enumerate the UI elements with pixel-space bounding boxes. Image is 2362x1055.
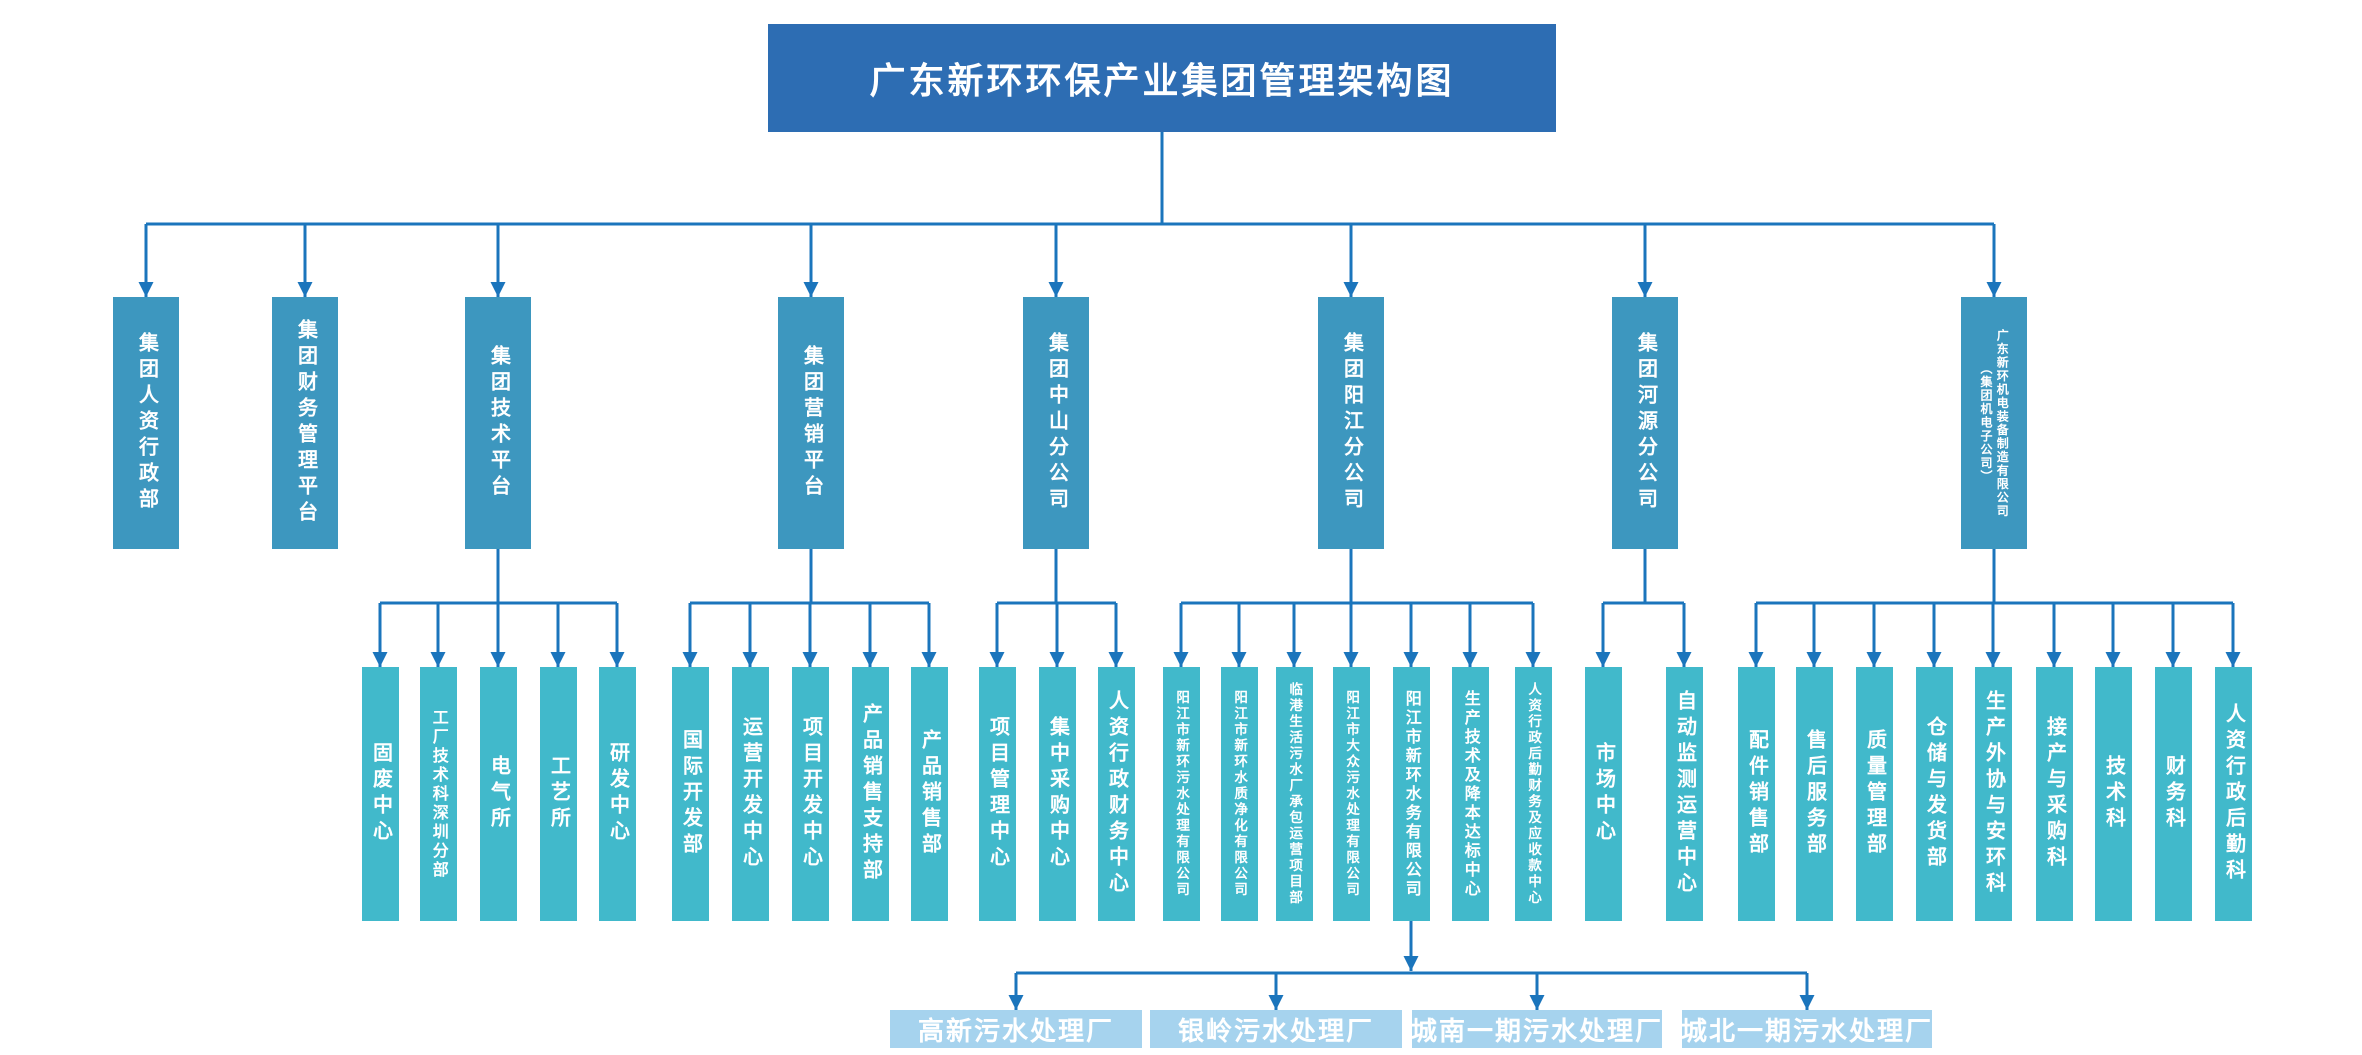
org-node-yangjiang-child-3-label: 临港生活污水厂承包运营项目部	[1287, 682, 1303, 906]
org-node-jidian-child-2: 售后服务部	[1795, 667, 1833, 921]
org-node-plant-2: 银岭污水处理厂	[1150, 1010, 1402, 1048]
org-node-yangjiang-child-6: 生产技术及降本达标中心	[1451, 667, 1489, 921]
org-node-hr-label: 集团人资行政部	[135, 332, 158, 514]
org-node-tech-child-1: 固废中心	[361, 667, 399, 921]
org-node-tech-child-4-label: 工艺所	[547, 755, 570, 833]
org-node-yangjiang-child-1-label: 阳江市新环污水处理有限公司	[1174, 690, 1190, 898]
org-node-yangjiang-child-6-label: 生产技术及降本达标中心	[1461, 689, 1479, 899]
org-node-jidian-child-3: 质量管理部	[1855, 667, 1893, 921]
org-node-tech: 集团技术平台	[465, 297, 531, 549]
org-node-zhongshan-child-1-label: 项目管理中心	[986, 716, 1009, 872]
org-node-marketing-child-3-label: 项目开发中心	[799, 716, 822, 872]
org-node-jidian-child-5: 生产外协与安环科	[1974, 667, 2012, 921]
org-node-yangjiang-child-2-label: 阳江市新环水质净化有限公司	[1232, 690, 1248, 898]
org-node-zhongshan-label: 集团中山分公司	[1045, 332, 1068, 514]
org-node-marketing: 集团营销平台	[778, 297, 844, 549]
org-node-tech-label: 集团技术平台	[487, 345, 510, 501]
org-node-marketing-child-2-label: 运营开发中心	[739, 716, 762, 872]
org-node-heyuan: 集团河源分公司	[1612, 297, 1678, 549]
org-node-plant-2-label: 银岭污水处理厂	[1177, 1015, 1374, 1046]
org-node-jidian-child-4-label: 仓储与发货部	[1923, 716, 1946, 872]
org-node-plant-1: 高新污水处理厂	[890, 1010, 1142, 1048]
org-node-marketing-child-3: 项目开发中心	[791, 667, 829, 921]
org-node-plant-1-label: 高新污水处理厂	[917, 1015, 1114, 1046]
org-node-jidian-child-5-label: 生产外协与安环科	[1982, 690, 2005, 898]
org-node-jidian-child-1-label: 配件销售部	[1745, 729, 1768, 859]
org-node-yangjiang-label: 集团阳江分公司	[1340, 332, 1363, 514]
org-node-tech-child-3: 电气所	[479, 667, 517, 921]
org-node-jidian-child-8-label: 财务科	[2162, 755, 2185, 833]
org-node-marketing-child-1-label: 国际开发部	[679, 729, 702, 859]
org-node-zhongshan-child-2: 集中采购中心	[1038, 667, 1076, 921]
org-node-jidian: 广东新环机电装备制造有限公司 （集团机电子公司）	[1961, 297, 2027, 549]
org-node-plant-3: 城南一期污水处理厂	[1411, 1010, 1664, 1048]
org-node-tech-child-5: 研发中心	[598, 667, 636, 921]
org-node-tech-child-1-label: 固废中心	[369, 742, 392, 846]
org-node-marketing-child-5: 产品销售部	[910, 667, 948, 921]
org-node-yangjiang-child-2: 阳江市新环水质净化有限公司	[1220, 667, 1258, 921]
org-node-heyuan-child-1-label: 市场中心	[1592, 742, 1615, 846]
org-node-zhongshan-child-1: 项目管理中心	[978, 667, 1016, 921]
org-node-jidian-label: 广东新环机电装备制造有限公司 （集团机电子公司）	[1979, 328, 2010, 518]
org-node-finance-label: 集团财务管理平台	[294, 319, 317, 527]
org-node-jidian-child-6-label: 接产与采购科	[2043, 716, 2066, 872]
org-node-marketing-label: 集团营销平台	[800, 345, 823, 501]
org-node-jidian-child-9-label: 人资行政后勤科	[2222, 703, 2245, 885]
org-node-zhongshan-child-2-label: 集中采购中心	[1046, 716, 1069, 872]
org-node-jidian-child-2-label: 售后服务部	[1803, 729, 1826, 859]
org-node-jidian-child-6: 接产与采购科	[2035, 667, 2073, 921]
org-node-finance: 集团财务管理平台	[272, 297, 338, 549]
org-node-yangjiang-child-1: 阳江市新环污水处理有限公司	[1162, 667, 1200, 921]
org-node-tech-child-2-label: 工厂技术科深圳分部	[429, 708, 447, 880]
org-root-title-label: 广东新环环保产业集团管理架构图	[869, 60, 1455, 101]
org-node-marketing-child-4-label: 产品销售支持部	[859, 703, 882, 885]
org-node-jidian-child-8: 财务科	[2154, 667, 2192, 921]
org-node-marketing-child-5-label: 产品销售部	[918, 729, 941, 859]
org-node-marketing-child-1: 国际开发部	[671, 667, 709, 921]
org-node-tech-child-4: 工艺所	[539, 667, 577, 921]
org-node-zhongshan: 集团中山分公司	[1023, 297, 1089, 549]
org-node-yangjiang: 集团阳江分公司	[1318, 297, 1384, 549]
org-node-yangjiang-child-3: 临港生活污水厂承包运营项目部	[1275, 667, 1313, 921]
org-node-tech-child-3-label: 电气所	[487, 755, 510, 833]
org-node-yangjiang-child-5: 阳江市新环水务有限公司	[1392, 667, 1430, 921]
org-node-marketing-child-4: 产品销售支持部	[851, 667, 889, 921]
org-node-jidian-child-3-label: 质量管理部	[1863, 729, 1886, 859]
org-node-plant-4: 城北一期污水处理厂	[1681, 1010, 1934, 1048]
org-node-jidian-child-9: 人资行政后勤科	[2214, 667, 2252, 921]
org-node-heyuan-child-2: 自动监测运营中心	[1665, 667, 1703, 921]
org-node-hr: 集团人资行政部	[113, 297, 179, 549]
org-node-heyuan-child-1: 市场中心	[1584, 667, 1622, 921]
org-node-jidian-child-7: 技术科	[2094, 667, 2132, 921]
org-node-jidian-child-4: 仓储与发货部	[1915, 667, 1953, 921]
org-node-tech-child-5-label: 研发中心	[606, 742, 629, 846]
org-node-zhongshan-child-3: 人资行政财务中心	[1097, 667, 1135, 921]
org-node-yangjiang-child-4: 阳江市大众污水处理有限公司	[1332, 667, 1370, 921]
org-node-yangjiang-child-5-label: 阳江市新环水务有限公司	[1402, 689, 1420, 899]
org-node-yangjiang-child-7-label: 人资行政后勤财务及应收款中心	[1526, 682, 1542, 906]
org-node-plant-4-label: 城北一期污水处理厂	[1681, 1015, 1934, 1046]
org-node-tech-child-2: 工厂技术科深圳分部	[419, 667, 457, 921]
org-root-title: 广东新环环保产业集团管理架构图	[768, 24, 1556, 132]
org-node-jidian-child-7-label: 技术科	[2102, 755, 2125, 833]
org-node-yangjiang-child-7: 人资行政后勤财务及应收款中心	[1514, 667, 1552, 921]
org-node-jidian-child-1: 配件销售部	[1737, 667, 1775, 921]
org-node-heyuan-label: 集团河源分公司	[1634, 332, 1657, 514]
org-node-yangjiang-child-4-label: 阳江市大众污水处理有限公司	[1344, 690, 1360, 898]
org-node-marketing-child-2: 运营开发中心	[731, 667, 769, 921]
org-node-zhongshan-child-3-label: 人资行政财务中心	[1105, 690, 1128, 898]
org-node-heyuan-child-2-label: 自动监测运营中心	[1673, 690, 1696, 898]
org-node-plant-3-label: 城南一期污水处理厂	[1411, 1015, 1664, 1046]
